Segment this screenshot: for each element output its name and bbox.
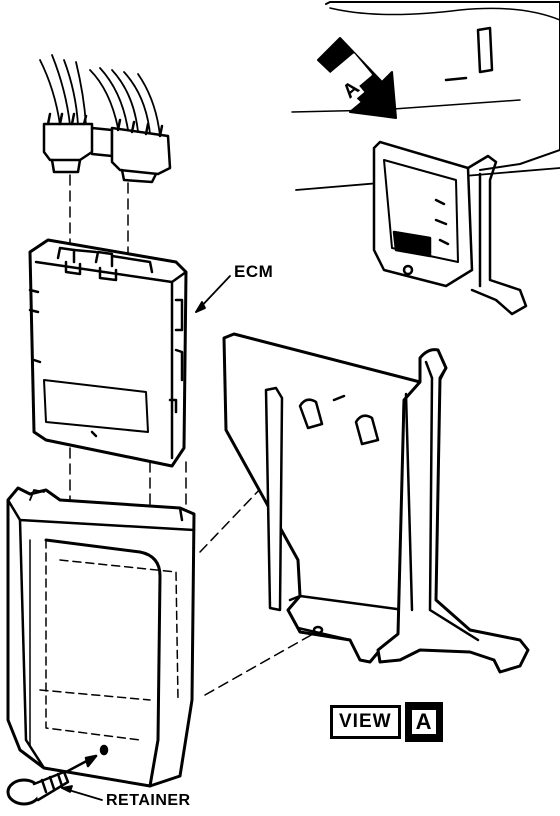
- mounting-panel: [222, 332, 424, 664]
- mounting-pillar: [376, 348, 530, 674]
- ecm-leader: [195, 275, 231, 313]
- retainer-leader: [61, 785, 103, 801]
- view-a-badge: VIEW A: [330, 702, 443, 742]
- view-word: VIEW: [330, 705, 401, 739]
- view-letter: A: [411, 710, 436, 734]
- ecm-module: [28, 238, 188, 468]
- wiring-harness: [39, 54, 161, 137]
- ecm-bracket: [6, 486, 196, 788]
- retainer-label: RETAINER: [106, 792, 191, 809]
- ecm-label: ECM: [234, 262, 274, 281]
- retainer-screw: [6, 754, 98, 806]
- view-a-arrow: [317, 37, 397, 119]
- view-letter-box: A: [404, 702, 443, 742]
- view-a-inset: [291, 1, 560, 316]
- wire-connectors: [42, 112, 172, 184]
